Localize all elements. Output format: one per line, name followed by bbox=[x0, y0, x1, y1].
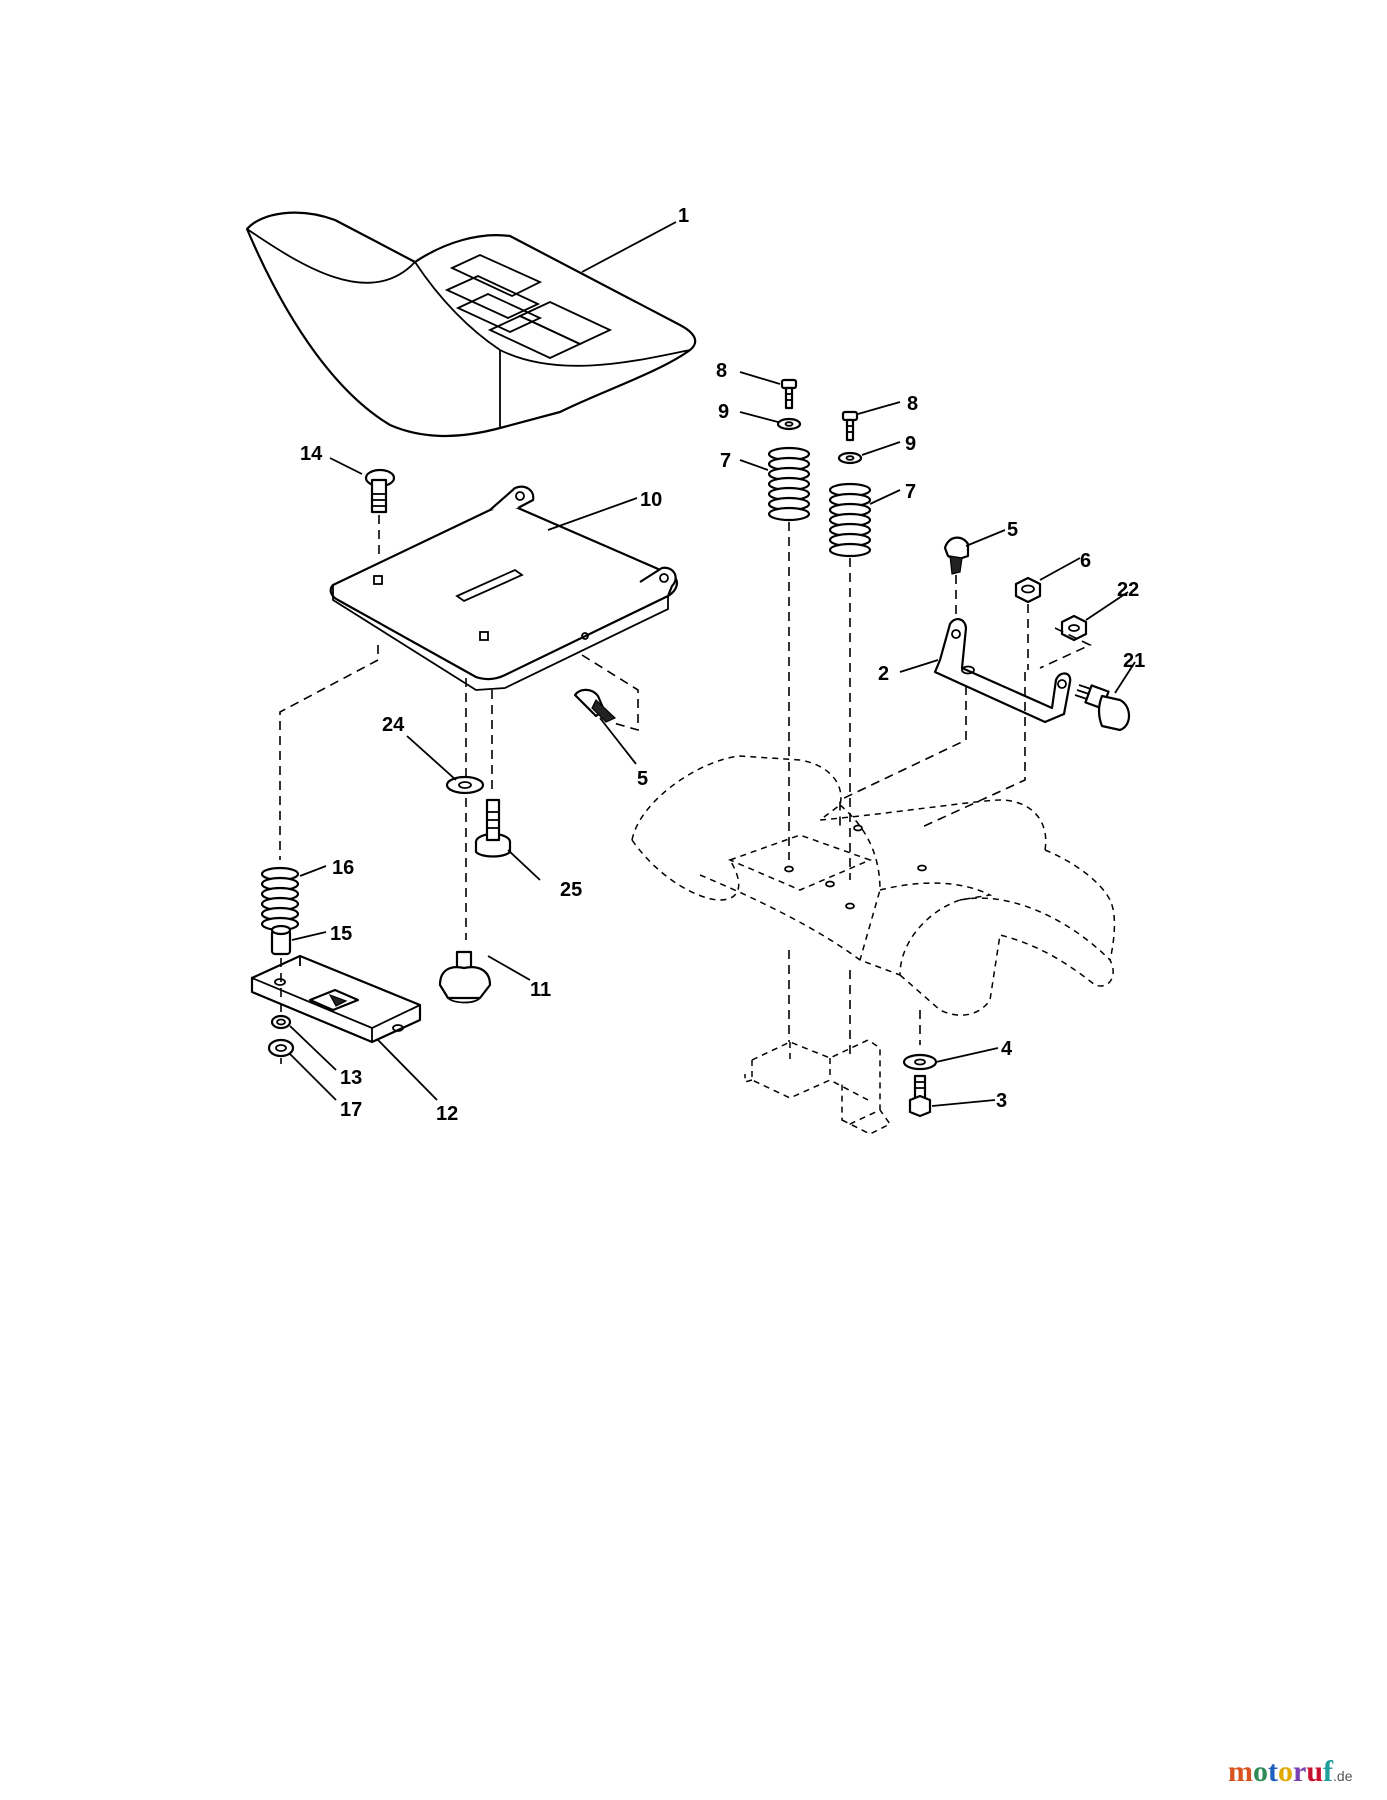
tractor-frame bbox=[631, 755, 1116, 1016]
callout-11: 11 bbox=[530, 979, 551, 1001]
spring-7-left bbox=[767, 446, 811, 522]
callout-17: 17 bbox=[340, 1099, 362, 1121]
callout-24: 24 bbox=[382, 714, 405, 736]
callout-22: 22 bbox=[1117, 579, 1139, 601]
watermark-suffix: .de bbox=[1333, 1768, 1353, 1784]
seat bbox=[245, 211, 697, 438]
callout-8-left: 8 bbox=[716, 360, 727, 382]
callout-21: 21 bbox=[1123, 650, 1145, 672]
washer-9-right bbox=[837, 451, 863, 465]
callout-9-left: 9 bbox=[718, 401, 729, 423]
washer-24 bbox=[445, 775, 485, 795]
callouts: 1 14 10 8 8 9 9 7 7 5 6 22 21 2 5 24 25 … bbox=[300, 205, 1145, 1125]
callout-1: 1 bbox=[678, 205, 689, 227]
callout-2: 2 bbox=[878, 663, 889, 685]
callout-13: 13 bbox=[340, 1067, 362, 1089]
spring-7-right bbox=[828, 482, 872, 558]
seat-pan bbox=[329, 485, 678, 691]
spacer bbox=[270, 924, 292, 956]
callout-7-left: 7 bbox=[720, 450, 731, 472]
leader-lines bbox=[289, 221, 1136, 1107]
shoulder-bolt-21 bbox=[1074, 684, 1131, 732]
nut-6 bbox=[1014, 576, 1042, 670]
site-watermark: motoruf.de bbox=[1228, 1755, 1352, 1789]
callout-12: 12 bbox=[436, 1103, 458, 1125]
callout-14: 14 bbox=[300, 443, 323, 465]
watermark-char: o bbox=[1253, 1755, 1268, 1788]
nut-17 bbox=[267, 1038, 295, 1058]
watermark-char: u bbox=[1306, 1755, 1324, 1788]
spring-16 bbox=[260, 866, 300, 932]
callout-4: 4 bbox=[1001, 1038, 1013, 1060]
carriage-bolt bbox=[364, 468, 396, 560]
bolt-8-left bbox=[780, 378, 798, 410]
watermark-char: t bbox=[1268, 1755, 1278, 1788]
watermark-char: r bbox=[1293, 1755, 1307, 1788]
callout-6: 6 bbox=[1080, 550, 1091, 572]
slide-bracket bbox=[250, 954, 422, 1044]
callout-8-right: 8 bbox=[907, 393, 918, 415]
callout-25: 25 bbox=[560, 879, 582, 901]
clip-upper bbox=[943, 536, 970, 620]
washer-4 bbox=[902, 1053, 938, 1071]
callout-5-upper: 5 bbox=[1007, 519, 1018, 541]
callout-7-right: 7 bbox=[905, 481, 916, 503]
callout-16: 16 bbox=[332, 857, 354, 879]
seat-bracket bbox=[933, 618, 1072, 724]
callout-10: 10 bbox=[640, 489, 662, 511]
shoulder-bolt bbox=[474, 798, 512, 858]
bolt-8-right bbox=[841, 410, 859, 442]
callout-3: 3 bbox=[996, 1090, 1007, 1112]
wing-knob bbox=[438, 950, 492, 1004]
hex-bolt-3 bbox=[908, 1074, 932, 1118]
nut-22 bbox=[1039, 614, 1092, 669]
washer-9-left bbox=[776, 417, 802, 431]
callout-5-lower: 5 bbox=[637, 768, 648, 790]
watermark-char: m bbox=[1228, 1755, 1253, 1788]
nut-13 bbox=[270, 1014, 292, 1030]
callout-15: 15 bbox=[330, 923, 352, 945]
frame-mount bbox=[744, 950, 892, 1135]
clip-lower bbox=[573, 654, 639, 732]
watermark-char: f bbox=[1323, 1755, 1334, 1788]
watermark-char: o bbox=[1278, 1755, 1293, 1788]
callout-9-right: 9 bbox=[905, 433, 916, 455]
